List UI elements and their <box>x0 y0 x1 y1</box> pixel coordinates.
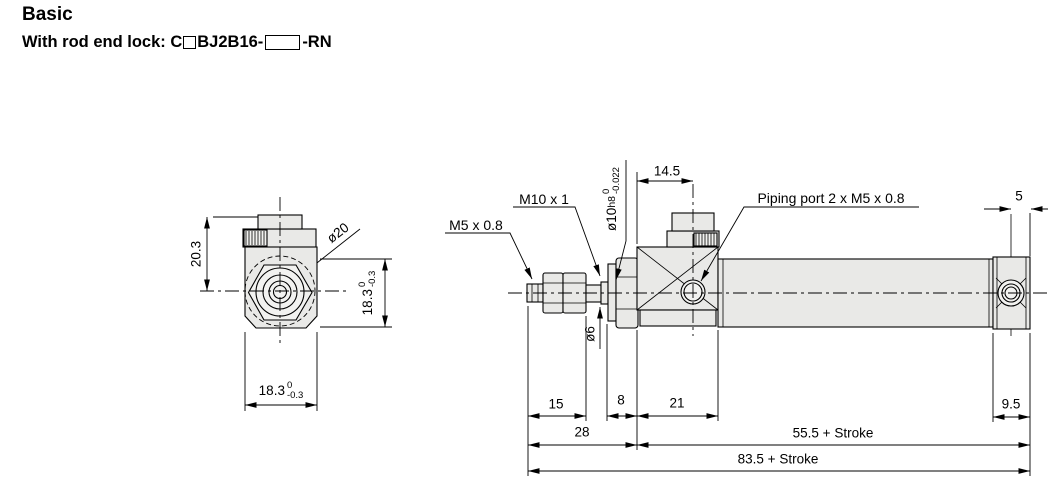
washer <box>607 263 617 322</box>
label-rod-end-thread: M5 x 0.8 <box>449 217 503 233</box>
dim-body-stroke: 55.5 + Stroke <box>792 425 874 441</box>
dimension-lines <box>204 172 1048 476</box>
dim-front-section: 28 <box>574 424 590 440</box>
knurl-knob-side <box>693 232 718 247</box>
subtitle-prefix: With rod end lock: C <box>22 33 183 51</box>
subtitle-mid: BJ2B16- <box>197 33 264 51</box>
leader-lines <box>445 160 919 349</box>
model-code-line: With rod end lock: C BJ2B16- -RN <box>22 33 332 52</box>
tolerance-lower: -0.022 <box>611 167 622 194</box>
tolerance-lower: -0.3 <box>286 390 304 401</box>
model-option-box <box>183 36 197 49</box>
page-title: Basic <box>22 4 73 25</box>
knurl-knob-end <box>243 229 268 247</box>
dim-overall-stroke: 83.5 + Stroke <box>737 451 819 467</box>
dim-head-to-port: 14.5 <box>653 163 681 179</box>
label-lock-nut-thread: M10 x 1 <box>519 191 569 207</box>
centerlines <box>200 184 1047 346</box>
subtitle-suffix: -RN <box>302 33 332 51</box>
label-rod-diameter: ø6 <box>582 326 598 342</box>
stroke-placeholder-box <box>265 35 301 50</box>
dim-rod-thread-length: 15 <box>548 396 564 412</box>
tolerance-upper: 0 <box>286 380 293 392</box>
label-piping-port: Piping port 2 x M5 x 0.8 <box>757 190 905 206</box>
dim-lock-body-length: 21 <box>669 395 685 411</box>
dim-nut-section: 8 <box>617 392 625 408</box>
tolerance-lower: -0.3 <box>367 270 378 288</box>
dim-rear-port-offset: 5 <box>1015 188 1023 204</box>
dim-value: 18.3 <box>360 289 376 316</box>
dim-value: ø10 <box>604 207 620 231</box>
dim-knob-height: 20.3 <box>188 240 204 268</box>
piston-rod <box>585 284 602 303</box>
dim-value: 18.3 <box>258 383 285 399</box>
lock-body-flange <box>639 309 717 327</box>
dim-rear-cap-length: 9.5 <box>1001 396 1021 412</box>
fit-class: h8 <box>605 195 618 208</box>
